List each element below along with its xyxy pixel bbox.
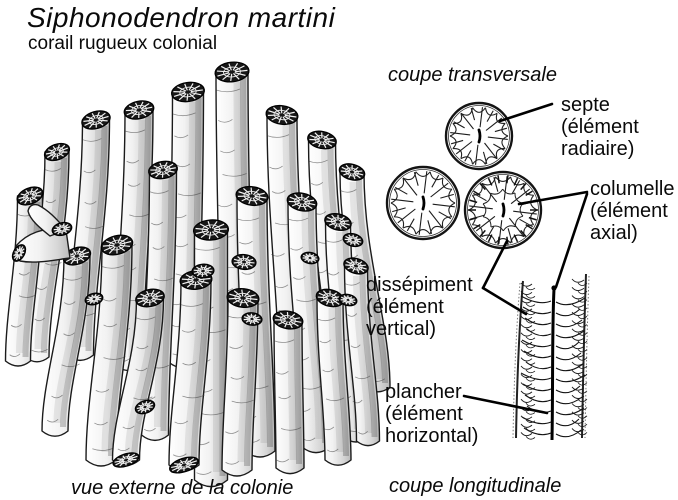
coral-tube: [168, 270, 213, 474]
septe-annotation: septe (élément radiaire): [561, 94, 639, 160]
leader-line: [498, 102, 554, 123]
corallite-calice: [214, 61, 250, 83]
corallite-calice: [81, 110, 111, 130]
corallite-calice: [286, 192, 318, 212]
figure-title: Siphonodendron martini: [27, 2, 336, 33]
coral-tube: [41, 246, 92, 437]
corallite-calice: [342, 232, 364, 248]
corallite-calice: [43, 142, 71, 162]
leader-lines: [462, 102, 589, 415]
coral-tube: [315, 288, 352, 466]
leader-line: [517, 190, 589, 206]
corallite-calice: [112, 452, 140, 468]
corallite-calice: [171, 81, 205, 103]
corallite-calice: [51, 221, 73, 237]
corallite-calice: [338, 293, 358, 307]
corallite-calice: [241, 312, 263, 326]
columelle-annotation: columelle (élément axial): [590, 178, 675, 244]
plancher-annotation: plancher (élément horizontal): [385, 381, 479, 447]
transverse-section: [444, 101, 514, 171]
coral-tube: [111, 288, 165, 468]
corallite-calice: [300, 251, 320, 265]
corallite-calice: [168, 456, 200, 474]
transverse-section: [385, 165, 461, 241]
corallite-calice: [135, 288, 165, 308]
colony-drawing: [4, 61, 391, 488]
corallite-calice: [307, 130, 337, 150]
corallite-calice: [191, 263, 215, 279]
corallite-calice: [192, 219, 230, 241]
coral-tube: [343, 257, 381, 447]
corallite-calice: [84, 292, 104, 306]
corallite-calice: [265, 104, 299, 126]
corallite-calice: [343, 257, 369, 275]
dissepiment-annotation: dissépiment (élément vertical): [366, 274, 473, 340]
corallite-calice: [235, 185, 269, 207]
figure-subtitle: corail rugueux colonial: [28, 33, 218, 54]
leader-line: [481, 239, 509, 290]
coral-tube: [85, 234, 134, 467]
corallite-calice: [11, 244, 27, 262]
longitudinal-section-caption: coupe longitudinale: [389, 475, 562, 497]
longitudinal-section-drawing: [512, 273, 590, 441]
transversal-section-label: coupe transversale: [388, 64, 557, 86]
corallite-calice: [338, 163, 366, 181]
corallite-calice: [148, 160, 178, 180]
corallite-calice: [16, 186, 44, 206]
corallite-calice: [272, 310, 304, 330]
transverse-section: [463, 170, 543, 250]
leader-line: [554, 192, 589, 289]
leader-line: [462, 394, 549, 415]
external-view-caption: vue externe de la colonie: [71, 477, 294, 499]
corallite-calice: [100, 234, 134, 256]
corallite-calice: [134, 399, 156, 415]
corallite-calice: [123, 100, 155, 120]
coral-tube: [272, 310, 305, 475]
transverse-sections-drawing: [385, 101, 543, 250]
corallite-calice: [231, 253, 257, 271]
corallite-calice: [226, 288, 260, 308]
leader-line: [481, 286, 528, 316]
corallite-calice: [179, 270, 213, 290]
corallite-calice: [324, 212, 352, 232]
